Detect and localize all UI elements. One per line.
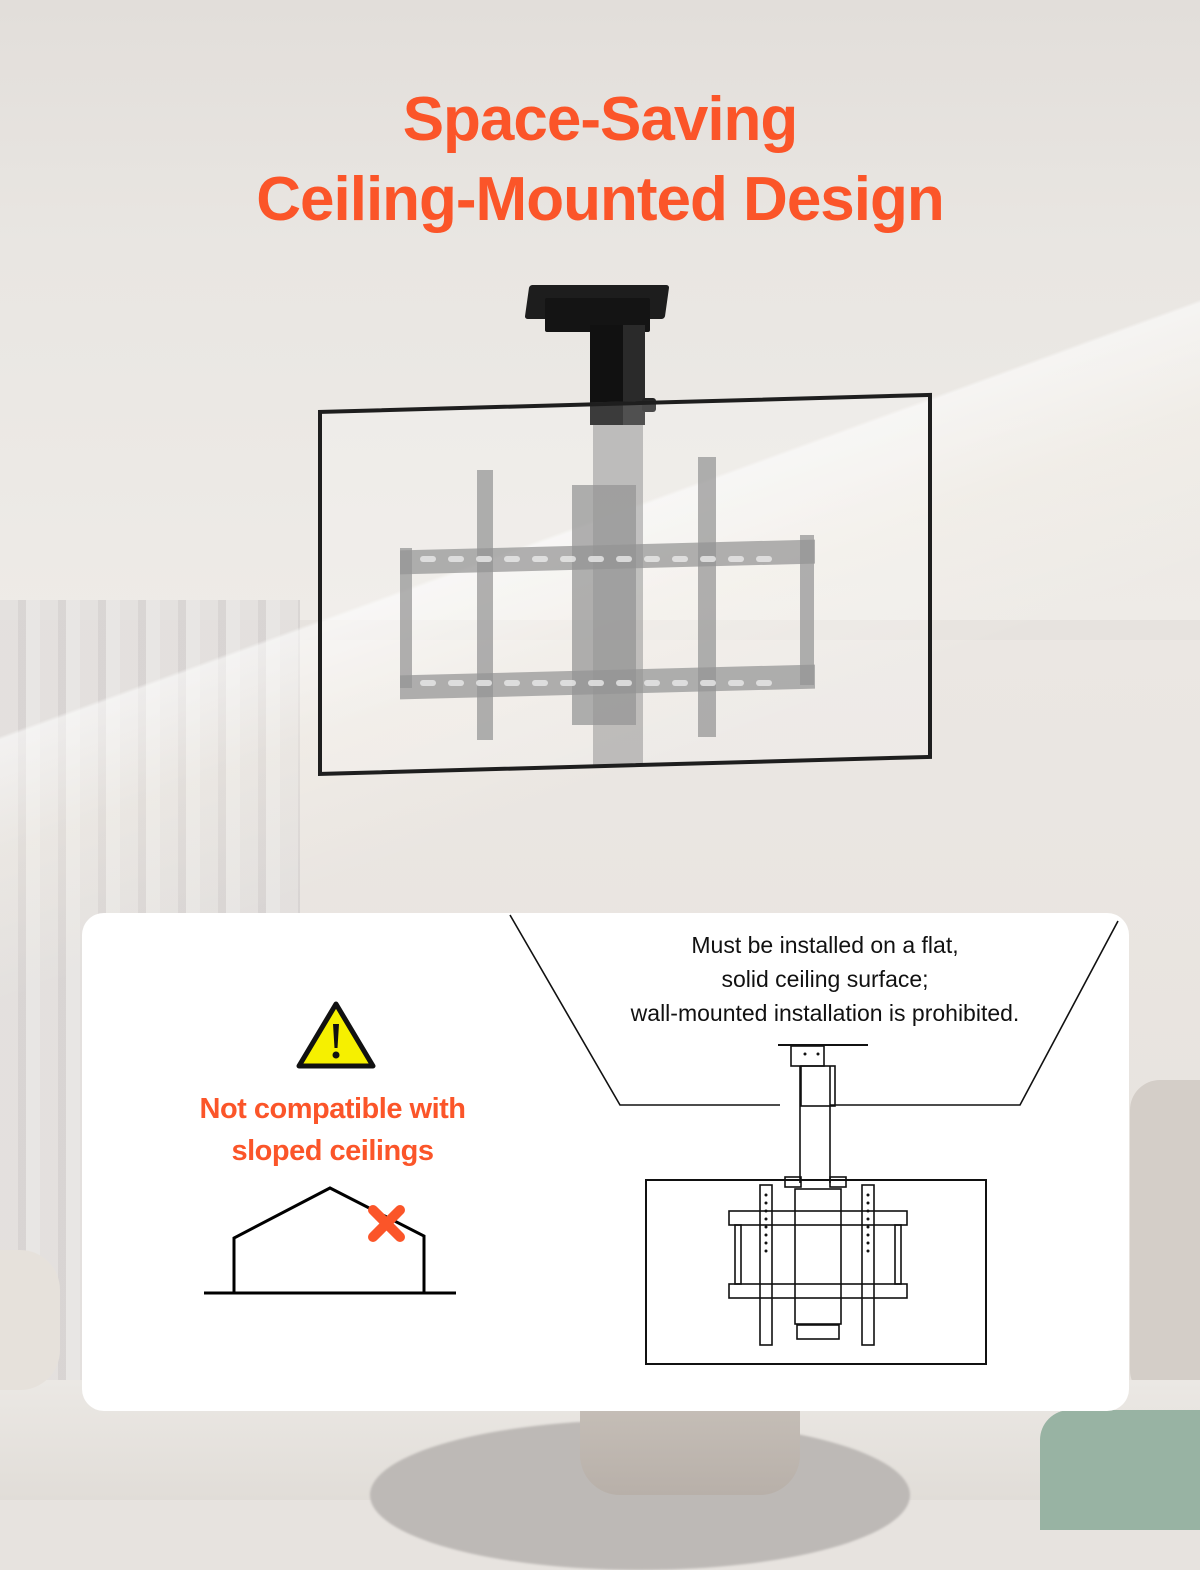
ghost-side-left: [400, 548, 412, 688]
armchair: [1130, 1080, 1200, 1400]
green-sofa: [1040, 1410, 1200, 1530]
info-card: [82, 913, 1129, 1411]
tv-frame: [318, 392, 932, 776]
sofa-left: [0, 1250, 60, 1390]
title-line-2: Ceiling-Mounted Design: [256, 165, 945, 234]
rail-slots-top: [420, 556, 772, 562]
title-line-1: Space-Saving: [402, 85, 799, 154]
cross-icon: [368, 1205, 405, 1242]
install-note: Must be installed on a flat, solid ceili…: [560, 928, 1090, 1030]
warning-triangle-icon: [296, 1001, 376, 1069]
ghost-vertical-arm-left: [477, 470, 493, 740]
install-note-line-3: wall-mounted installation is prohibited.: [630, 1000, 1020, 1026]
height-lock-knob: [642, 398, 656, 412]
warning-line-2: sloped ceilings: [231, 1135, 435, 1167]
page-title: Space-Saving Ceiling-Mounted Design: [0, 80, 1200, 240]
sloped-ceiling-warning: Not compatible with sloped ceilings: [140, 1088, 525, 1172]
flat-ceiling-mount-diagram: [509, 914, 1119, 1365]
rail-slots-bottom: [420, 680, 772, 686]
ghost-side-right: [800, 535, 814, 685]
mount-pole: [590, 325, 645, 425]
warning-line-1: Not compatible with: [199, 1093, 467, 1125]
sloped-roof-cross-icon: [204, 1186, 456, 1295]
install-note-line-1: Must be installed on a flat,: [691, 932, 959, 958]
install-note-line-2: solid ceiling surface;: [721, 966, 929, 992]
ghost-vertical-arm-right: [698, 457, 716, 737]
